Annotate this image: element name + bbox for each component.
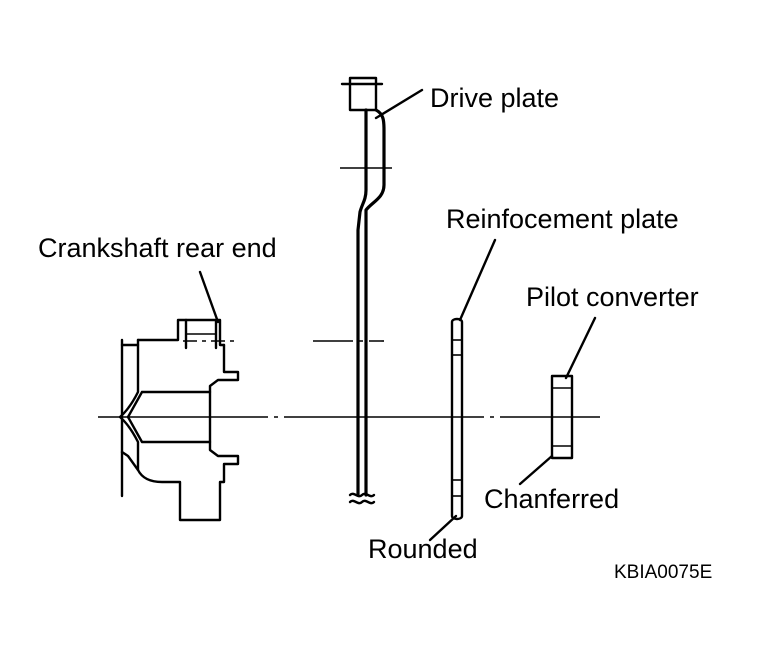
label-pilot-converter: Pilot converter [526, 282, 699, 312]
leader-reinforcement-plate [458, 238, 497, 322]
leader-drive-plate [374, 88, 424, 120]
pilot-converter [550, 374, 574, 460]
leader-pilot-converter [564, 316, 597, 380]
label-rounded: Rounded [368, 534, 478, 564]
leader-chanferred [518, 454, 554, 486]
leader-rounded [428, 514, 458, 542]
figure-code: KBIA0075E [614, 562, 712, 583]
label-chanferred: Chanferred [484, 484, 619, 514]
reinforcement-plate [450, 317, 464, 521]
label-reinforcement-plate: Reinfocement plate [446, 204, 679, 234]
leader-lines [198, 88, 597, 542]
crankshaft-rear-end [118, 318, 240, 522]
drive-plate [340, 76, 386, 505]
label-crankshaft-rear-end: Crankshaft rear end [38, 233, 277, 263]
leader-crankshaft [198, 270, 220, 324]
label-drive-plate: Drive plate [430, 83, 559, 113]
